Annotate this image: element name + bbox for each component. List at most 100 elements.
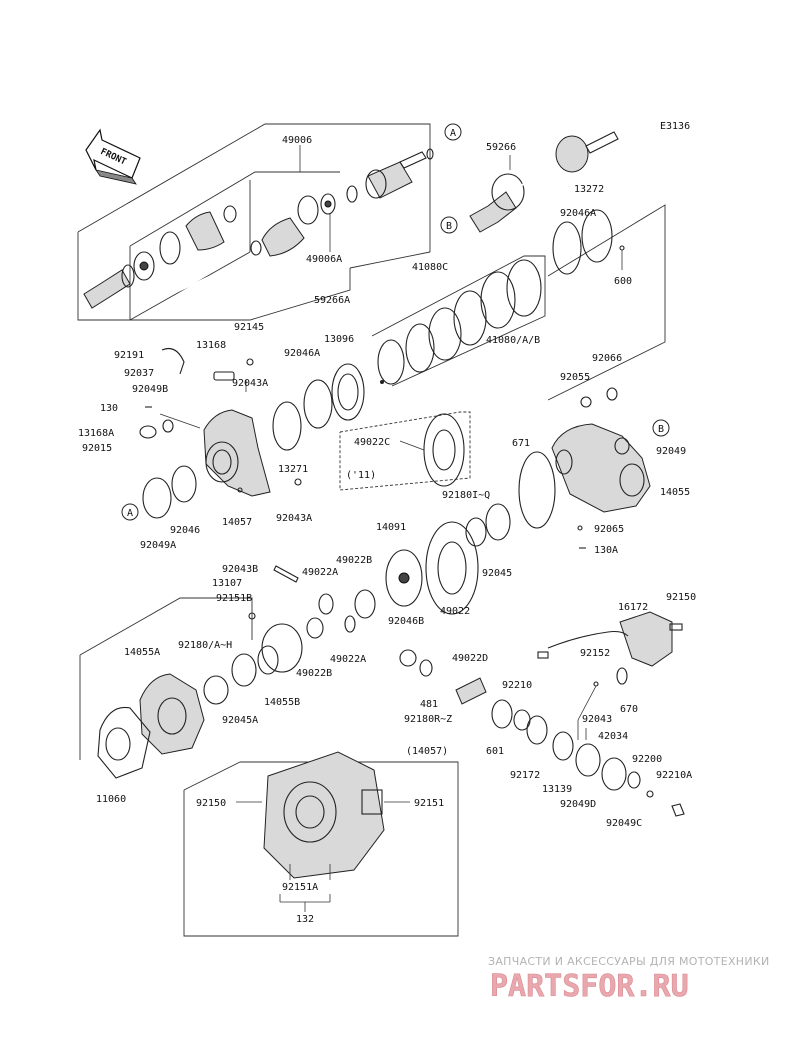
- front-arrow-icon: FRONT: [85, 128, 141, 185]
- label-92046b: 92046B: [388, 616, 424, 627]
- callout-b-top: B: [440, 216, 458, 234]
- watermark-brand: PARTSFOR.RU: [490, 969, 689, 1004]
- drive-shaft-frame: [77, 123, 431, 321]
- right-axle-shaft: [469, 131, 619, 233]
- label-132: 132: [296, 914, 314, 925]
- label-14055b: 14055B: [264, 697, 300, 708]
- label-92210a: 92210A: [656, 770, 692, 781]
- label-92043: 92043: [582, 714, 612, 725]
- label-14057: 14057: [222, 517, 252, 528]
- label-13096: 13096: [324, 334, 354, 345]
- label-49022b-low: 49022B: [296, 668, 332, 679]
- watermark-tagline: ЗАПЧАСТИ И АКСЕССУАРЫ ДЛЯ МОТОТЕХНИКИ: [488, 955, 770, 968]
- label-92210: 92210: [502, 680, 532, 691]
- label-92049: 92049: [656, 446, 686, 457]
- label-130a: 130A: [594, 545, 618, 556]
- label-41080ab: 41080/A/B: [486, 335, 540, 346]
- label-11-note: ('11): [346, 470, 376, 481]
- differential-gears: [248, 503, 511, 639]
- label-670: 670: [620, 704, 638, 715]
- label-92151-inset: 92151: [414, 798, 444, 809]
- watermark: ЗАПЧАСТИ И АКСЕССУАРЫ ДЛЯ МОТОТЕХНИКИ PA…: [488, 955, 770, 1004]
- label-601: 601: [486, 746, 504, 757]
- part-labels: 49006 59266 13272 92046A 600 49006A 4108…: [78, 135, 696, 925]
- clutch-pack: [371, 255, 546, 387]
- right-housing: [518, 387, 651, 549]
- label-92065: 92065: [594, 524, 624, 535]
- right-housing-frame: [547, 204, 666, 401]
- label-13139: 13139: [542, 784, 572, 795]
- label-49022c: 49022C: [354, 437, 390, 448]
- svg-text:B: B: [658, 424, 664, 435]
- speed-sensor: [537, 611, 683, 740]
- label-92150-inset: 92150: [196, 798, 226, 809]
- inset-frame: [183, 751, 459, 937]
- label-92150-right: 92150: [666, 592, 696, 603]
- label-92180-rz: 92180R~Z: [404, 714, 452, 725]
- label-92046: 92046: [170, 525, 200, 536]
- svg-text:B: B: [446, 221, 452, 232]
- label-600: 600: [614, 276, 632, 287]
- label-49022d: 49022D: [452, 653, 488, 664]
- label-92172: 92172: [510, 770, 540, 781]
- label-13272: 13272: [574, 184, 604, 195]
- label-59266a: 59266A: [314, 295, 350, 306]
- svg-text:A: A: [450, 128, 456, 139]
- inset-title: (14057): [406, 746, 448, 757]
- label-49006: 49006: [282, 135, 312, 146]
- label-14055a: 14055A: [124, 647, 160, 658]
- label-92043a-low: 92043A: [276, 513, 312, 524]
- label-92037: 92037: [124, 368, 154, 379]
- label-481: 481: [420, 699, 438, 710]
- label-14091: 14091: [376, 522, 406, 533]
- label-41080c: 41080C: [412, 262, 448, 273]
- variant-gear-box: [339, 411, 471, 491]
- label-49022b-top: 49022B: [336, 555, 372, 566]
- label-92145: 92145: [234, 322, 264, 333]
- label-92046a-mid: 92046A: [284, 348, 320, 359]
- pinion-assembly: [399, 649, 685, 817]
- svg-text:A: A: [127, 508, 133, 519]
- label-92049b: 92049B: [132, 384, 168, 395]
- callout-a-left: A: [121, 503, 139, 521]
- diagram-code: E3136: [660, 121, 690, 132]
- label-92043b: 92043B: [222, 564, 258, 575]
- label-13271: 13271: [278, 464, 308, 475]
- label-92045a: 92045A: [222, 715, 258, 726]
- callout-b-right: B: [652, 419, 670, 437]
- callout-a-top: A: [444, 123, 462, 141]
- drive-shaft-assembly: [83, 145, 434, 309]
- label-92152: 92152: [580, 648, 610, 659]
- label-49006a: 49006A: [306, 254, 342, 265]
- label-92151b: 92151B: [216, 593, 252, 604]
- label-92200: 92200: [632, 754, 662, 765]
- label-13107: 13107: [212, 578, 242, 589]
- label-42034: 42034: [598, 731, 628, 742]
- label-49022a-low: 49022A: [330, 654, 366, 665]
- label-59266: 59266: [486, 142, 516, 153]
- label-92045: 92045: [482, 568, 512, 579]
- label-92180-iq: 92180I~Q: [442, 490, 490, 501]
- label-92049d: 92049D: [560, 799, 596, 810]
- carrier-assembly: [79, 597, 303, 779]
- label-14055: 14055: [660, 487, 690, 498]
- label-92151a: 92151A: [282, 882, 318, 893]
- label-92015: 92015: [82, 443, 112, 454]
- gear-case-left: [139, 347, 365, 519]
- label-671: 671: [512, 438, 530, 449]
- label-92043a-top: 92043A: [232, 378, 268, 389]
- right-rings: [552, 209, 625, 275]
- label-92049c: 92049C: [606, 818, 642, 829]
- label-130: 130: [100, 403, 118, 414]
- label-11060: 11060: [96, 794, 126, 805]
- label-49022: 49022: [440, 606, 470, 617]
- label-92046a: 92046A: [560, 208, 596, 219]
- label-49022a-top: 49022A: [302, 567, 338, 578]
- label-92066: 92066: [592, 353, 622, 364]
- label-92055: 92055: [560, 372, 590, 383]
- label-92191: 92191: [114, 350, 144, 361]
- label-92049a: 92049A: [140, 540, 176, 551]
- label-13168: 13168: [196, 340, 226, 351]
- label-92180-ah: 92180/A~H: [178, 640, 232, 651]
